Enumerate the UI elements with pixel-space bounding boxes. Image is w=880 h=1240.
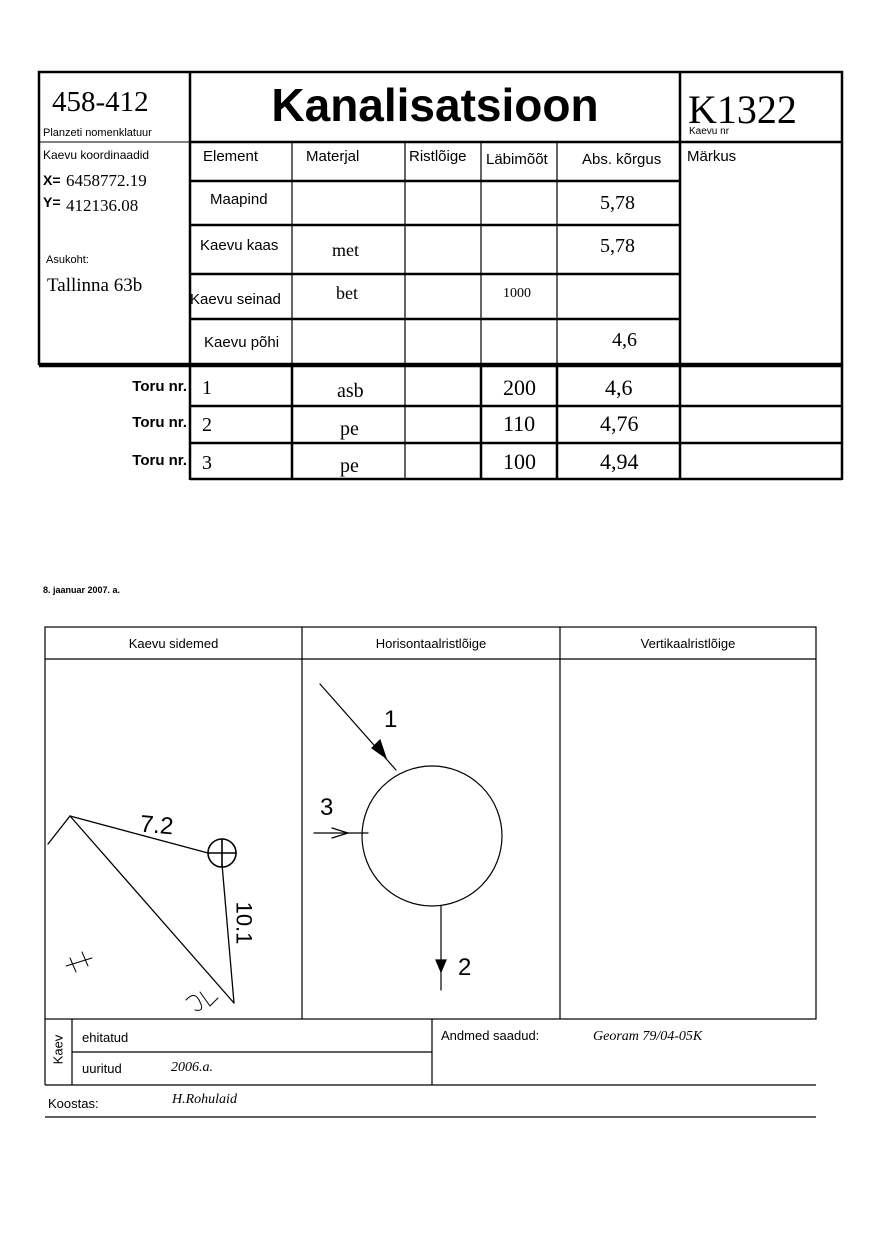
andmed-value: Georam 79/04-05K (593, 1029, 703, 1044)
pipe-label: Toru nr. (132, 414, 187, 431)
pipe-label: Toru nr. (132, 452, 187, 469)
coords-label: Kaevu koordinaadid (43, 148, 150, 162)
uuritud-value: 2006.a. (171, 1060, 213, 1075)
document-date: 8. jaanuar 2007. a. (43, 585, 121, 595)
row-element: Maapind (210, 191, 268, 208)
pipe-height: 4,76 (600, 411, 639, 436)
koostas-value: H.Rohulaid (172, 1092, 237, 1107)
kaev-label: Kaev (50, 1034, 66, 1065)
y-value: 412136.08 (66, 196, 139, 215)
y-label: Y= (43, 194, 61, 210)
pipe-mark-2: 2 (458, 954, 472, 981)
koostas-label: Koostas: (48, 1096, 99, 1111)
pipe-mark-3: 3 (320, 794, 334, 821)
x-value: 6458772.19 (66, 171, 147, 190)
sketch-col-vertical: Vertikaalristlõige (640, 636, 736, 651)
pipe-mark-1: 1 (384, 706, 398, 733)
pipe-diameter: 110 (503, 411, 536, 436)
pipe-material: pe (340, 455, 359, 477)
pipe-nr: 2 (202, 414, 212, 436)
pipe-diameter: 100 (503, 449, 536, 474)
pipe-nr: 1 (202, 377, 212, 399)
pipe-height: 4,94 (600, 449, 639, 474)
row-material: met (332, 240, 359, 260)
col-material: Materjal (306, 148, 360, 165)
location-value: Tallinna 63b (47, 275, 143, 296)
row-diameter: 1000 (503, 286, 531, 301)
ehitatud-label: ehitatud (82, 1030, 129, 1045)
col-height: Abs. kõrgus (582, 151, 662, 168)
pipe-material: pe (340, 418, 359, 440)
col-note: Märkus (687, 148, 737, 165)
row-element: Kaevu kaas (200, 237, 279, 254)
x-label: X= (43, 172, 61, 188)
kaevu-value: K1322 (688, 87, 797, 132)
andmed-label: Andmed saadud: (441, 1028, 540, 1043)
col-diameter: Läbimõõt (486, 151, 548, 168)
planzet-label: Planzeti nomenklatuur (43, 127, 152, 139)
row-element: Kaevu põhi (204, 334, 280, 351)
sketch-col-sidemed: Kaevu sidemed (128, 636, 219, 651)
row-element: Kaevu seinad (190, 291, 281, 308)
row-height: 5,78 (600, 235, 635, 257)
pipe-material: asb (337, 380, 364, 402)
pipe-nr: 3 (202, 452, 212, 474)
pipe-height: 4,6 (605, 375, 633, 400)
col-element: Element (203, 148, 259, 165)
page-title: Kanalisatsioon (271, 79, 599, 131)
planzet-value: 458-412 (52, 86, 149, 118)
row-material: bet (336, 283, 358, 303)
pipe-label: Toru nr. (132, 378, 187, 395)
row-height: 4,6 (612, 329, 637, 351)
col-cross: Ristlõige (409, 148, 467, 165)
uuritud-label: uuritud (82, 1061, 122, 1076)
pipe-diameter: 200 (503, 375, 536, 400)
location-label: Asukoht: (46, 254, 89, 266)
kaevu-label: Kaevu nr (689, 126, 730, 137)
row-height: 5,78 (600, 192, 635, 214)
sketch-col-horizontal: Horisontaalristlõige (375, 636, 487, 651)
